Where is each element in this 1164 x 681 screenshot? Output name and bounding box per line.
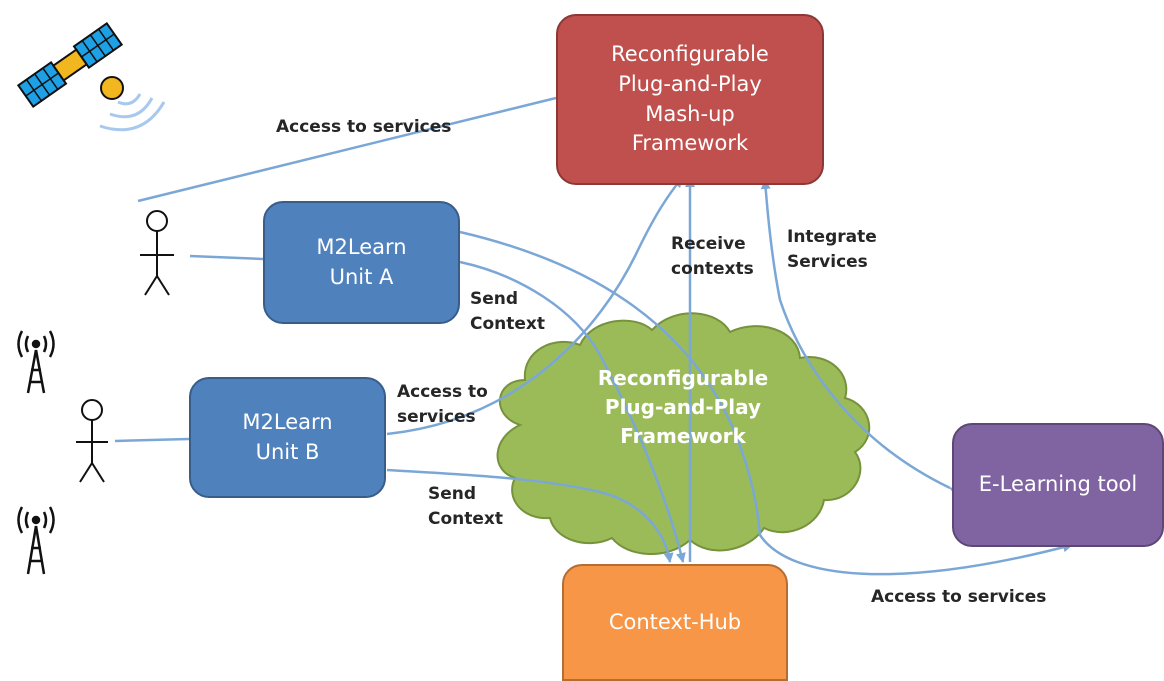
elearning-tool-node: E-Learning tool [952, 423, 1164, 547]
cloud-framework-label: Reconfigurable Plug-and-Play Framework [597, 366, 769, 448]
edge-label-send-context-a: Send Context [470, 289, 546, 334]
edge-label-receive-contexts: Receive contexts [671, 234, 754, 279]
elearning-tool-label: E-Learning tool [978, 472, 1138, 497]
mashup-framework-node: Reconfigurable Plug-and-Play Mash-up Fra… [556, 14, 824, 185]
context-hub-label: Context-Hub [608, 609, 742, 634]
edge-label-integrate-services: Integrate Services [787, 227, 877, 272]
edge-label-send-context-b: Send Context [428, 484, 504, 529]
connector-lines [114, 96, 1073, 576]
mashup-framework-label: Reconfigurable Plug-and-Play Mash-up Fra… [611, 41, 769, 156]
context-hub-node: Context-Hub [562, 564, 788, 681]
radio-tower-icon [17, 506, 55, 575]
unit-a-label: M2Learn Unit A [316, 234, 407, 289]
stick-figure-icon [140, 210, 174, 296]
stick-figure-icon [76, 399, 108, 483]
m2learn-unit-a-node: M2Learn Unit A [263, 201, 460, 324]
unit-b-label: M2Learn Unit B [242, 409, 333, 464]
radio-tower-icon [17, 330, 55, 394]
satellite-icon [16, 21, 166, 132]
edge-label-access-bottom: Access to services [871, 587, 1047, 607]
m2learn-unit-b-node: M2Learn Unit B [189, 377, 386, 498]
edge-label-access-b: Access to services [397, 382, 488, 427]
edge-label-access-top: Access to services [276, 117, 452, 137]
